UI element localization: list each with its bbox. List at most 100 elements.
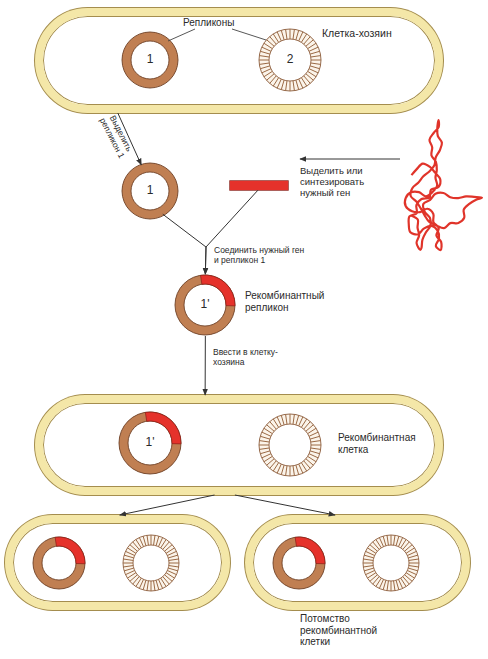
hatch-tick <box>158 579 162 588</box>
replicon-number: 1 <box>121 162 179 220</box>
hatch-tick <box>296 465 299 475</box>
hatch-tick <box>363 559 373 560</box>
hatch-tick <box>264 71 272 76</box>
hatch-tick <box>409 559 419 560</box>
hatch-tick <box>262 69 271 73</box>
hatch-tick <box>123 563 133 564</box>
hatch-tick <box>391 581 392 591</box>
hatch-tick <box>259 56 269 57</box>
hatch-tick <box>311 448 321 449</box>
replicon-ring-outline <box>272 536 326 590</box>
flow-arrow <box>205 336 206 395</box>
gene-bar <box>230 181 288 190</box>
hatch-tick <box>154 581 155 591</box>
hatch-tick <box>290 29 291 39</box>
offspring-cell <box>5 515 230 610</box>
hatch-tick <box>383 580 386 590</box>
hatch-tick <box>147 581 148 591</box>
hatch-tick <box>311 441 321 442</box>
hatched-replicon <box>122 534 180 592</box>
flow-arrow <box>163 214 206 274</box>
hatch-tick <box>169 566 179 567</box>
hatch-tick <box>168 555 178 558</box>
hatch-tick <box>260 436 270 439</box>
gene-insert <box>295 537 325 564</box>
hatch-tick <box>296 30 299 40</box>
hatch-tick <box>123 559 133 560</box>
hatch-tick <box>299 417 303 426</box>
step-label: Выделить репликон 1 <box>94 106 138 167</box>
ring-band <box>175 275 235 335</box>
hatch-tick <box>309 69 318 73</box>
hatch-tick <box>143 580 146 590</box>
hatch-tick <box>151 535 152 545</box>
step-label: Соединить нужный ген и репликон 1 <box>214 246 306 266</box>
hatch-tick <box>293 29 294 39</box>
hatch-tick <box>139 538 143 547</box>
hatch-tick <box>396 536 399 546</box>
hatch-tick <box>299 79 303 88</box>
hatch-tick <box>310 51 320 54</box>
hatch-tick <box>293 414 294 424</box>
hatch-tick <box>264 456 272 461</box>
hatch-tick <box>387 535 388 545</box>
hatch-tick <box>364 568 374 571</box>
hatch-tick <box>123 566 133 567</box>
hatch-tick <box>387 581 388 591</box>
hatch-tick <box>391 535 392 545</box>
hatch-tick <box>259 63 269 64</box>
hatch-tick <box>281 30 284 40</box>
hatch-tick <box>299 32 303 41</box>
hatch-tick <box>286 81 287 91</box>
step-label: Ввести в клетку-хозяина <box>213 348 291 368</box>
hatch-tick <box>273 34 278 42</box>
hatch-tick <box>259 60 269 61</box>
ring-band <box>259 29 321 91</box>
hatch-tick <box>309 432 318 436</box>
hatch-tick <box>281 80 284 90</box>
hatch-tick <box>262 454 271 458</box>
hatch-tick <box>394 535 395 545</box>
hatch-tick <box>154 535 155 545</box>
node-label: Потомство рекомбинантной клетки <box>300 613 400 648</box>
ring-band <box>33 537 85 589</box>
hatch-tick <box>394 581 395 591</box>
offspring-cell: Потомство рекомбинантной клетки <box>245 515 470 610</box>
hatch-tick <box>290 414 291 424</box>
hatch-tick <box>126 570 135 574</box>
replicon-number: 1 <box>121 31 179 89</box>
hatched-replicon <box>258 413 322 477</box>
hatch-tick <box>301 78 306 86</box>
hatch-tick <box>383 536 386 546</box>
hatch-tick <box>293 81 294 91</box>
hatch-tick <box>286 414 287 424</box>
hatch-tick <box>281 465 284 475</box>
flow-arrow <box>120 495 215 515</box>
replicon-number: 1' <box>174 274 236 336</box>
hatch-tick <box>277 32 281 41</box>
hatch-tick <box>309 454 318 458</box>
hatch-tick <box>408 555 418 558</box>
hatch-tick <box>310 451 320 454</box>
hatch-tick <box>124 568 134 571</box>
hatch-tick <box>124 555 134 558</box>
hatch-tick <box>169 559 179 560</box>
hatch-tick <box>156 536 159 546</box>
ring-band <box>123 535 179 591</box>
hatch-tick <box>407 551 416 555</box>
hatch-tick <box>259 445 269 446</box>
hatched-replicon <box>362 534 420 592</box>
hatch-tick <box>366 570 375 574</box>
hatch-tick <box>311 63 321 64</box>
hatch-tick <box>167 551 176 555</box>
hatch-tick <box>311 56 321 57</box>
hatch-tick <box>296 415 299 425</box>
hatch-tick <box>310 66 320 69</box>
hatch-tick <box>290 81 291 91</box>
hatch-tick <box>293 466 294 476</box>
hatch-tick <box>408 568 418 571</box>
hatch-tick <box>168 568 178 571</box>
ring-band <box>122 163 178 219</box>
isolate-arrow <box>300 159 400 160</box>
